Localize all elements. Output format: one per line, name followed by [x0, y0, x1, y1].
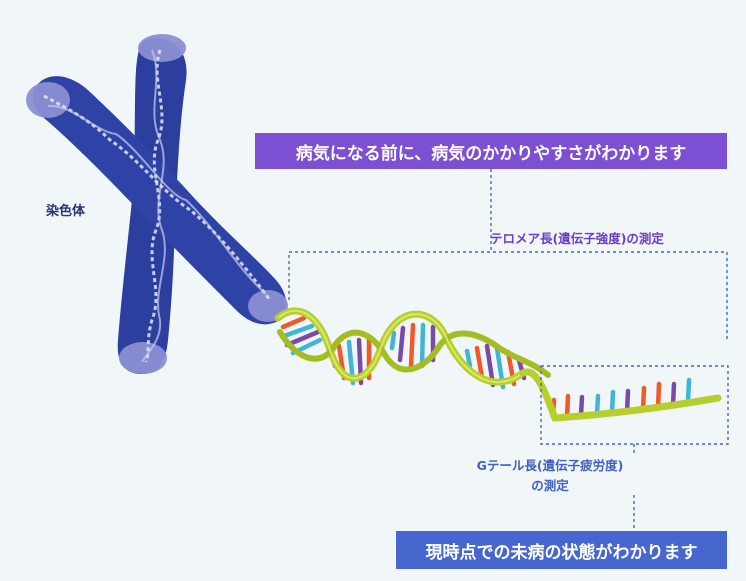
chromosome-inner-dna-vertical: [144, 49, 164, 363]
chromosome-tip-left: [26, 82, 70, 118]
dna-backbone-strand-1-highlight: [277, 309, 521, 384]
gtail-measurement-label-line2: の測定: [531, 478, 569, 493]
chromosome-label: 染色体: [46, 204, 86, 219]
chromosome-tip-bottom: [119, 342, 167, 374]
callout-lines: [288, 169, 729, 531]
disease-risk-banner: 病気になる前に、病気のかかりやすさがわかります: [255, 133, 727, 169]
chromosome: [26, 34, 288, 374]
gtail-measurement-label: Gテール長(遺伝子疲労度) の測定: [440, 456, 660, 496]
chromosome-inner-dna-vertical-2: [141, 49, 166, 363]
telomere-bracket: [288, 251, 728, 340]
dna-double-helix: [274, 307, 722, 422]
presymptomatic-status-banner-text: 現時点での未病の状態がわかります: [425, 542, 698, 563]
gtail-measurement-label-line1: Gテール長(遺伝子疲労度): [476, 458, 624, 473]
telomere-measurement-label: テロメア長(遺伝子強度)の測定: [490, 231, 664, 246]
presymptomatic-status-banner: 現時点での未病の状態がわかります: [396, 531, 727, 569]
disease-risk-banner-text: 病気になる前に、病気のかかりやすさがわかります: [295, 143, 687, 164]
chromosome-inner-dna-diagonal: [43, 94, 272, 301]
chromosome-tip-top: [138, 34, 186, 62]
chromosome-inner-dna-diagonal-2: [47, 104, 267, 295]
dna-backbone-strand-2: [277, 329, 551, 378]
